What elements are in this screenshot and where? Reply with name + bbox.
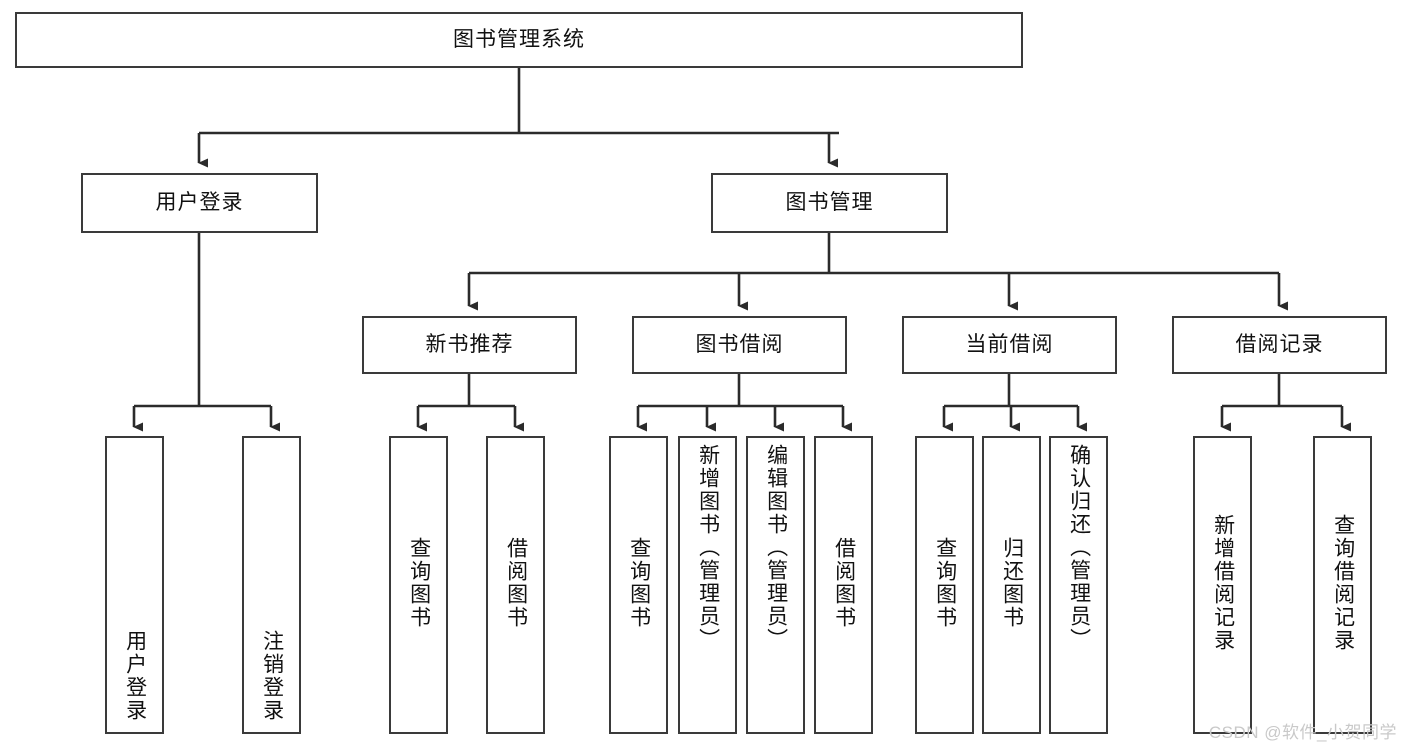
node-user-login-label: 用户登录 <box>155 190 244 214</box>
node-user-login[interactable]: 用户登录 <box>81 173 318 233</box>
node-borrow-record-label: 借阅记录 <box>1235 332 1324 356</box>
node-leaf-user-login-label: 用户登录 <box>123 630 147 722</box>
node-book-manage[interactable]: 图书管理 <box>711 173 948 233</box>
node-leaf-confirm-return-label: 确认归还（管理员） <box>1067 444 1091 651</box>
node-leaf-query-book-2-label: 查询图书 <box>627 537 651 629</box>
node-root[interactable]: 图书管理系统 <box>15 12 1023 68</box>
node-leaf-edit-book[interactable]: 编辑图书（管理员） <box>746 436 805 734</box>
node-leaf-query-record-label: 查询借阅记录 <box>1331 514 1355 652</box>
node-leaf-logout-label: 注销登录 <box>260 630 284 722</box>
node-leaf-query-record[interactable]: 查询借阅记录 <box>1313 436 1372 734</box>
node-leaf-borrow-book-2-label: 借阅图书 <box>832 537 856 629</box>
node-root-label: 图书管理系统 <box>453 27 585 51</box>
node-leaf-query-book-2[interactable]: 查询图书 <box>609 436 668 734</box>
node-leaf-add-book[interactable]: 新增图书（管理员） <box>678 436 737 734</box>
node-leaf-return-book-label: 归还图书 <box>1000 537 1024 629</box>
node-current-borrow-label: 当前借阅 <box>965 332 1054 356</box>
node-leaf-borrow-book-1[interactable]: 借阅图书 <box>486 436 545 734</box>
node-current-borrow[interactable]: 当前借阅 <box>902 316 1117 374</box>
node-leaf-query-book-3-label: 查询图书 <box>933 537 957 629</box>
node-leaf-query-book-3[interactable]: 查询图书 <box>915 436 974 734</box>
node-leaf-borrow-book-1-label: 借阅图书 <box>504 537 528 629</box>
node-book-manage-label: 图书管理 <box>785 190 874 214</box>
node-leaf-confirm-return[interactable]: 确认归还（管理员） <box>1049 436 1108 734</box>
watermark: CSDN @软件_小贺同学 <box>1208 723 1397 742</box>
node-book-borrow-label: 图书借阅 <box>695 332 784 356</box>
node-leaf-return-book[interactable]: 归还图书 <box>982 436 1041 734</box>
node-leaf-logout[interactable]: 注销登录 <box>242 436 301 734</box>
node-new-book-rec[interactable]: 新书推荐 <box>362 316 577 374</box>
node-leaf-query-book-1[interactable]: 查询图书 <box>389 436 448 734</box>
node-leaf-borrow-book-2[interactable]: 借阅图书 <box>814 436 873 734</box>
node-book-borrow[interactable]: 图书借阅 <box>632 316 847 374</box>
node-leaf-add-record[interactable]: 新增借阅记录 <box>1193 436 1252 734</box>
node-borrow-record[interactable]: 借阅记录 <box>1172 316 1387 374</box>
node-new-book-rec-label: 新书推荐 <box>425 332 514 356</box>
node-leaf-add-book-label: 新增图书（管理员） <box>696 444 720 651</box>
node-leaf-edit-book-label: 编辑图书（管理员） <box>764 444 788 651</box>
node-leaf-query-book-1-label: 查询图书 <box>407 537 431 629</box>
node-leaf-add-record-label: 新增借阅记录 <box>1211 514 1235 652</box>
node-leaf-user-login[interactable]: 用户登录 <box>105 436 164 734</box>
